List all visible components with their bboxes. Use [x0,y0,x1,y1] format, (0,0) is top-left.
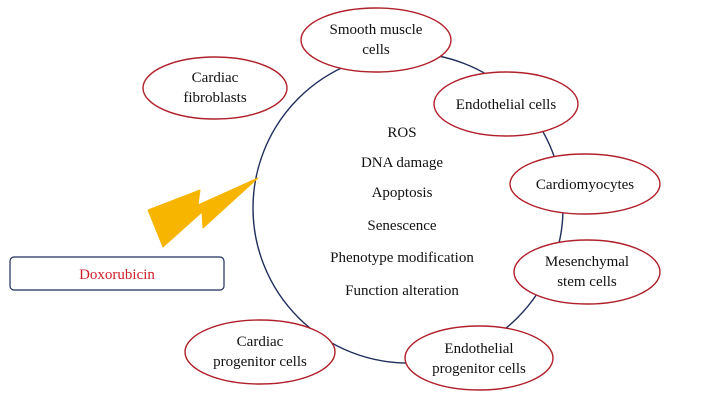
node-smooth-muscle-cells: Smooth muscle cells [300,7,452,73]
node-label-line: fibroblasts [183,90,246,106]
node-endothelial-cells: Endothelial cells [433,71,579,137]
node-label-line: Mesenchymal [545,254,629,270]
node-endothelial-progenitor-cells: Endothelial progenitor cells [404,325,554,391]
effect-apoptosis: Apoptosis [372,185,433,201]
effect-dna-damage: DNA damage [361,155,443,171]
effect-ros: ROS [387,125,416,141]
effect-phenotype-modification: Phenotype modification [330,250,474,266]
doxorubicin-label: Doxorubicin [79,267,155,283]
node-label-line: Cardiac [192,70,239,86]
effect-function-alteration: Function alteration [345,283,459,299]
node-label-line: Endothelial cells [456,97,557,113]
node-label-line: progenitor cells [432,361,526,377]
doxorubicin-box: Doxorubicin [9,256,225,291]
node-label-line: progenitor cells [213,354,307,370]
node-cardiac-fibroblasts: Cardiac fibroblasts [142,56,288,120]
node-label-line: Cardiac [237,334,284,350]
node-cardiomyocytes: Cardiomyocytes [509,153,661,215]
effects-list: ROS DNA damage Apoptosis Senescence Phen… [330,125,474,299]
node-label-line: Smooth muscle [330,22,423,38]
effect-senescence: Senescence [367,218,436,234]
node-label-line: Endothelial [444,341,513,357]
lightning-bolt-icon [147,177,259,248]
node-mesenchymal-stem-cells: Mesenchymal stem cells [513,239,661,305]
node-label-line: cells [362,42,390,58]
node-cardiac-progenitor-cells: Cardiac progenitor cells [184,319,336,385]
node-label-line: Cardiomyocytes [536,177,634,193]
node-label-line: stem cells [557,274,617,290]
